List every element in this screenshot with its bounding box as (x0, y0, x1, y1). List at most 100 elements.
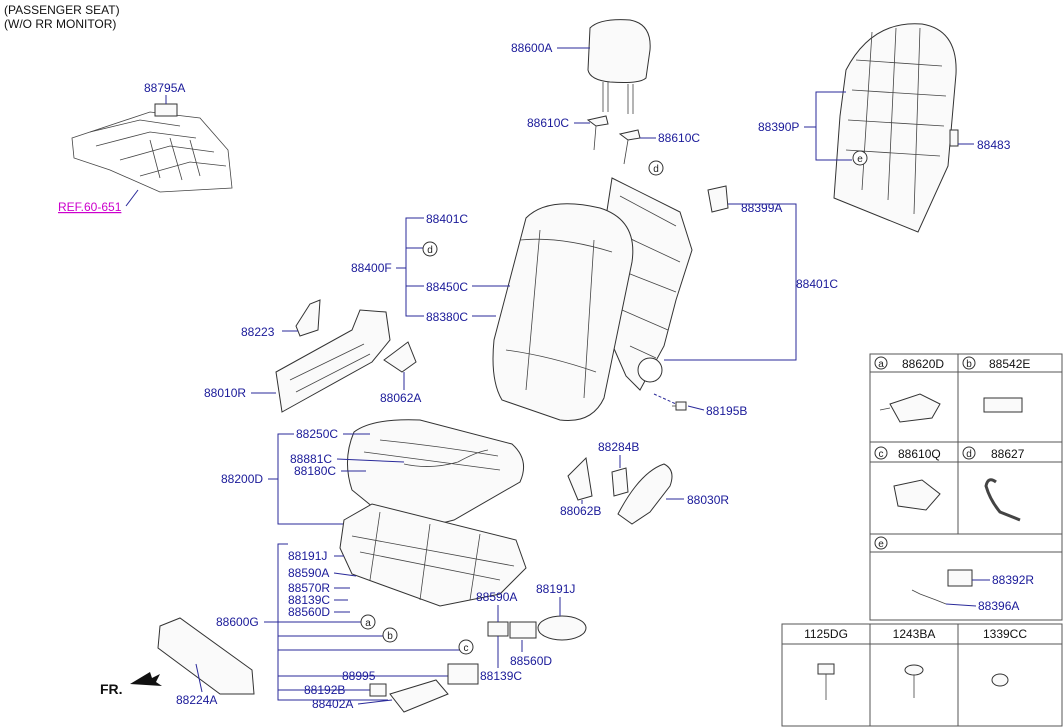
seatback-cushion-drawing (492, 203, 634, 422)
legend-e-part2[interactable]: 88396A (978, 599, 1019, 613)
harness-88396A (911, 589, 947, 605)
label-88795A[interactable]: 88795A (144, 81, 185, 95)
label-88590A-b[interactable]: 88590A (476, 590, 517, 604)
clip-88483 (949, 129, 959, 147)
legend-c-part[interactable]: 88610Q (898, 447, 941, 461)
label-88390P[interactable]: 88390P (758, 120, 799, 134)
module-88402A (389, 679, 449, 713)
label-88284B[interactable]: 88284B (598, 440, 639, 454)
svg-text:d: d (966, 449, 972, 460)
nut-1339CC-drawing (991, 673, 1009, 687)
label-88191J-b[interactable]: 88191J (536, 582, 575, 596)
headrest-drawing (587, 19, 651, 114)
callout-e-top (852, 150, 868, 166)
trim-88224A (157, 617, 255, 695)
callout-d-frame (648, 160, 664, 176)
label-88062A[interactable]: 88062A (380, 391, 421, 405)
legend-a-part[interactable]: 88620D (902, 357, 944, 371)
header-line2: (W/O RR MONITOR) (4, 17, 116, 31)
legend-d-part[interactable]: 88627 (991, 447, 1025, 461)
svg-text:d: d (653, 164, 659, 175)
label-88560D-a[interactable]: 88560D (288, 605, 330, 619)
legend-c-drawing (893, 479, 941, 511)
floor-panel-drawing (71, 103, 233, 193)
clip-88399A (707, 185, 729, 213)
label-88139C-b[interactable]: 88139C (480, 669, 522, 683)
legend-e-part1[interactable]: 88392R (992, 573, 1034, 587)
callout-a (360, 614, 376, 630)
bracket-88795A (154, 103, 178, 117)
svg-text:c: c (879, 449, 884, 460)
label-88401C-a[interactable]: 88401C (426, 212, 468, 226)
label-88192B[interactable]: 88192B (304, 683, 345, 697)
legend-table (869, 353, 1063, 621)
callout-c (458, 639, 474, 655)
label-88062B[interactable]: 88062B (560, 504, 601, 518)
label-88570R[interactable]: 88570R (288, 581, 330, 595)
label-88224A[interactable]: 88224A (176, 693, 217, 707)
headrest-guide-left (586, 115, 609, 151)
callout-b (382, 627, 398, 643)
fastener-1243BA[interactable]: 1243BA (893, 627, 936, 641)
label-88881C[interactable]: 88881C (290, 452, 332, 466)
shield-88030R (617, 463, 673, 525)
svg-text:b: b (387, 631, 393, 642)
bracket-88062B (567, 456, 593, 501)
label-88180C[interactable]: 88180C (294, 464, 336, 478)
fastener-1125DG[interactable]: 1125DG (804, 627, 848, 641)
legend-b-drawing (983, 397, 1023, 413)
part-88560D-b (509, 621, 537, 639)
svg-text:e: e (857, 154, 863, 165)
cover-88223 (295, 299, 321, 337)
label-88139C-a[interactable]: 88139C (288, 593, 330, 607)
label-88030R[interactable]: 88030R (687, 493, 729, 507)
seat-frame-drawing (339, 503, 527, 607)
fastener-1339CC[interactable]: 1339CC (983, 627, 1027, 641)
legend-a-key (874, 356, 888, 370)
module-88995 (447, 663, 479, 685)
label-88191J-a[interactable]: 88191J (288, 549, 327, 563)
legend-b-key (962, 356, 976, 370)
svg-text:c: c (464, 643, 469, 654)
headrest-guide-right (618, 129, 641, 165)
front-arrow-icon (130, 672, 162, 686)
svg-text:e: e (878, 539, 884, 550)
legend-d-key (962, 446, 976, 460)
label-88600A[interactable]: 88600A (511, 41, 552, 55)
seat-cushion-drawing (347, 419, 525, 525)
motor-88191J-b (537, 615, 587, 641)
fastener-table (781, 623, 1063, 727)
label-88010R[interactable]: 88010R (204, 386, 246, 400)
legend-a-drawing (879, 393, 941, 423)
legend-e-key (874, 536, 888, 550)
legend-b-part[interactable]: 88542E (989, 357, 1030, 371)
label-88195B[interactable]: 88195B (706, 404, 747, 418)
screw-1243BA-drawing (904, 664, 924, 698)
label-88483[interactable]: 88483 (977, 138, 1011, 152)
label-88590A-a[interactable]: 88590A (288, 566, 329, 580)
legend-d-drawing (984, 478, 1021, 522)
label-88450C[interactable]: 88450C (426, 280, 468, 294)
ref-link[interactable]: REF.60-651 (58, 200, 122, 214)
part-88192B (369, 683, 387, 697)
label-88402A[interactable]: 88402A (312, 697, 353, 711)
side-shield-drawing (275, 299, 391, 413)
label-88200D[interactable]: 88200D (221, 472, 263, 486)
label-88401C-b[interactable]: 88401C (796, 277, 838, 291)
label-88995[interactable]: 88995 (342, 669, 376, 683)
label-88560D-b[interactable]: 88560D (510, 654, 552, 668)
callout-d-group (422, 241, 438, 257)
seatback-rear-panel-drawing (833, 23, 959, 233)
label-88610C-b[interactable]: 88610C (658, 131, 700, 145)
label-88610C-a[interactable]: 88610C (527, 116, 569, 130)
label-88380C[interactable]: 88380C (426, 310, 468, 324)
label-88400F[interactable]: 88400F (351, 261, 392, 275)
svg-text:a: a (365, 618, 371, 629)
label-88600G[interactable]: 88600G (216, 615, 259, 629)
label-88399A[interactable]: 88399A (741, 201, 782, 215)
part-88590A-b (487, 621, 509, 637)
label-88250C[interactable]: 88250C (296, 427, 338, 441)
label-88223[interactable]: 88223 (241, 325, 275, 339)
sensor-88392R (947, 569, 973, 587)
